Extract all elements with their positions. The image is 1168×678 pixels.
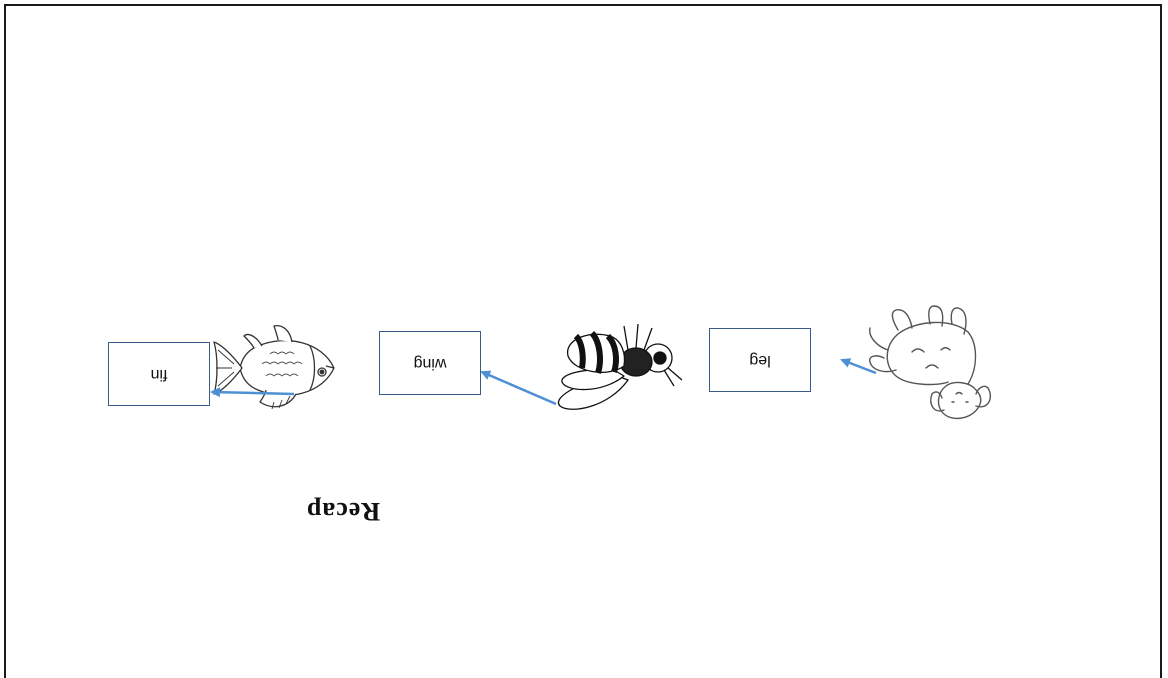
label-box-fin: fin [108, 342, 210, 406]
label-wing: wing [413, 355, 447, 372]
label-fin: fin [150, 366, 168, 383]
puppy-illustration [869, 305, 992, 419]
arrow-leg [840, 358, 877, 375]
label-box-wing: wing [379, 331, 481, 395]
arrow-fin [210, 387, 295, 398]
label-leg: leg [749, 352, 771, 369]
arrow-wing [480, 370, 557, 406]
label-box-leg: leg [709, 328, 811, 392]
bee-illustration [557, 323, 683, 410]
